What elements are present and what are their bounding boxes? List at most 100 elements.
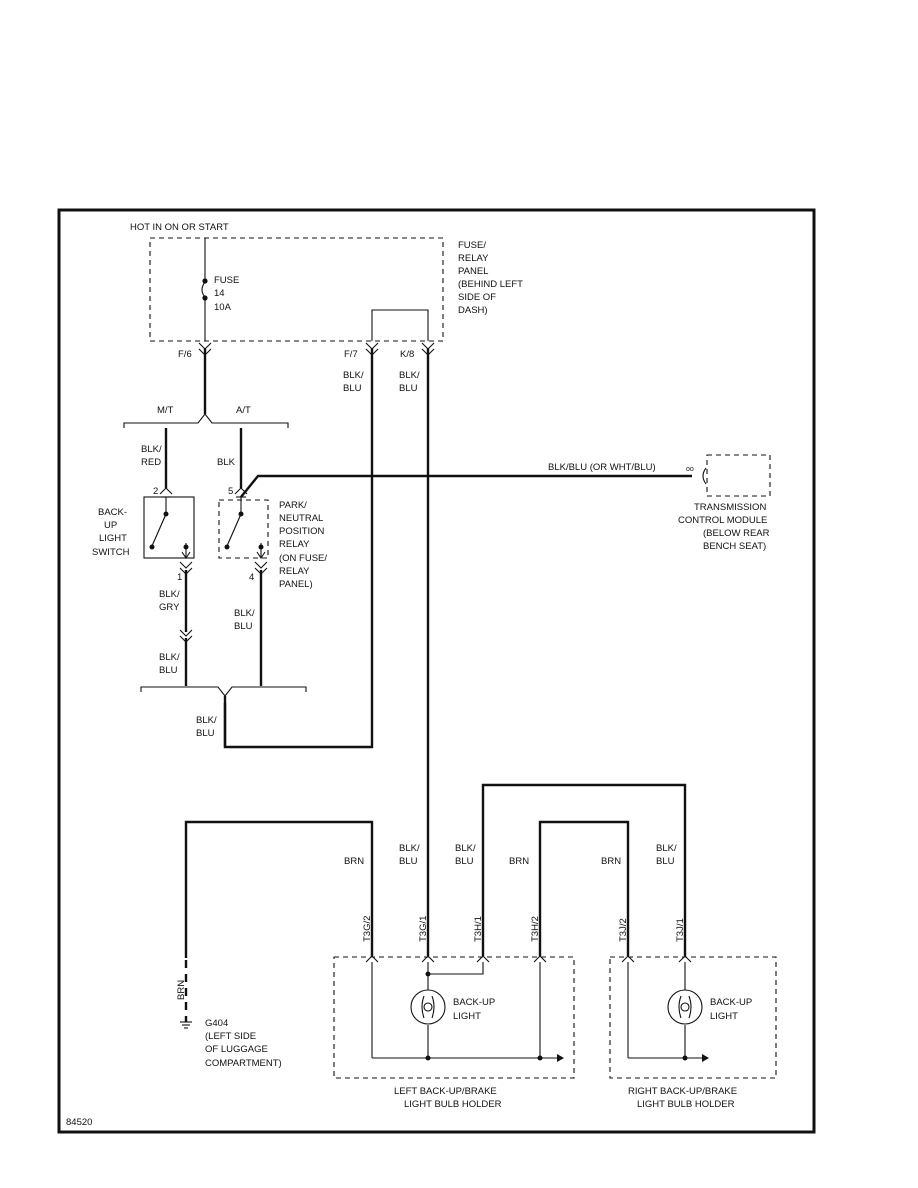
label-f7-wire: BLK/ BLU xyxy=(343,370,364,394)
svg-text:PANEL: PANEL xyxy=(458,266,488,277)
tcm-connector-mark: oo xyxy=(686,466,694,473)
label-mt: M/T xyxy=(157,405,174,416)
right-bulb-label: BACK-UP LIGHT xyxy=(710,997,752,1022)
left-holder-label: LEFT BACK-UP/BRAKE LIGHT BULB HOLDER xyxy=(394,1086,502,1110)
fuse-14 xyxy=(201,238,208,341)
relay-label: PARK/ NEUTRAL POSITION RELAY (ON FUSE/ R… xyxy=(279,500,327,590)
fuse-label: FUSE 14 10A xyxy=(214,275,239,313)
variant-bracket xyxy=(123,413,289,428)
relay-pin-bottom: 4 xyxy=(249,572,254,583)
splice-bracket xyxy=(140,686,307,697)
label-splice: BLK/ BLU xyxy=(196,715,217,739)
svg-text:BLK/: BLK/ xyxy=(343,370,364,381)
svg-text:PARK/: PARK/ xyxy=(279,500,307,511)
svg-text:OF LUGGAGE: OF LUGGAGE xyxy=(205,1044,268,1055)
svg-text:(BEHIND LEFT: (BEHIND LEFT xyxy=(458,279,523,290)
wire-to-tcm xyxy=(240,474,692,498)
svg-text:(LEFT SIDE: (LEFT SIDE xyxy=(205,1031,256,1042)
svg-text:BLK/: BLK/ xyxy=(399,843,420,854)
switch-top-connector xyxy=(159,487,173,498)
wire-brn-ground xyxy=(184,820,374,958)
label-t3h1-wire: BLK/ BLU xyxy=(455,843,476,867)
label-blk: BLK xyxy=(217,457,236,468)
svg-text:FUSE/: FUSE/ xyxy=(458,240,486,251)
diagram-frame xyxy=(57,208,816,1134)
label-t3j1-wire: BLK/ BLU xyxy=(656,843,677,867)
svg-text:FUSE: FUSE xyxy=(214,275,239,286)
svg-text:BLK/: BLK/ xyxy=(141,444,162,455)
label-t3h2-wire: BRN xyxy=(509,856,529,867)
panel-jumper xyxy=(371,309,429,341)
relay-pin-top: 5 xyxy=(228,486,233,497)
left-bulb-icon xyxy=(410,989,446,1025)
svg-text:BLK/: BLK/ xyxy=(656,843,677,854)
right-bulb-holder xyxy=(609,956,777,1079)
right-holder-label: RIGHT BACK-UP/BRAKE LIGHT BULB HOLDER xyxy=(628,1086,737,1110)
switch-contacts xyxy=(149,497,191,559)
ground-symbol xyxy=(180,1021,192,1029)
svg-text:PANEL): PANEL) xyxy=(279,579,313,590)
svg-text:RELAY: RELAY xyxy=(458,253,489,264)
svg-text:BLU: BLU xyxy=(656,856,675,867)
holder-connectors xyxy=(365,955,692,963)
svg-text:14: 14 xyxy=(214,288,225,299)
svg-text:LEFT BACK-UP/BRAKE: LEFT BACK-UP/BRAKE xyxy=(394,1086,497,1097)
relay-contacts xyxy=(224,497,266,559)
svg-text:COMPARTMENT): COMPARTMENT) xyxy=(205,1058,282,1069)
svg-text:BLU: BLU xyxy=(343,383,362,394)
hot-label: HOT IN ON OR START xyxy=(130,222,229,233)
panel-connectors xyxy=(198,342,435,356)
backup-light-switch xyxy=(143,496,195,559)
switch-pin-bottom: 1 xyxy=(177,572,182,583)
diagram-id: 84520 xyxy=(66,1117,92,1128)
connector-t3j2: T3J/2 xyxy=(618,918,629,942)
svg-text:LIGHT BULB HOLDER: LIGHT BULB HOLDER xyxy=(404,1099,502,1110)
svg-text:BACK-: BACK- xyxy=(98,507,127,518)
tcm-label: TRANSMISSION CONTROL MODULE (BELOW REAR … xyxy=(678,502,770,552)
wire-t3h2 xyxy=(538,820,630,956)
svg-text:BLK/: BLK/ xyxy=(159,652,180,663)
svg-text:LIGHT BULB HOLDER: LIGHT BULB HOLDER xyxy=(637,1099,735,1110)
wire-t3h1 xyxy=(481,783,687,956)
svg-text:BLK/: BLK/ xyxy=(455,843,476,854)
terminal-f7: F/7 xyxy=(344,349,358,360)
svg-text:BLU: BLU xyxy=(399,856,418,867)
label-t3g1-wire: BLK/ BLU xyxy=(399,843,420,867)
svg-text:LIGHT: LIGHT xyxy=(99,533,127,544)
svg-text:NEUTRAL: NEUTRAL xyxy=(279,513,323,524)
svg-text:RIGHT BACK-UP/BRAKE: RIGHT BACK-UP/BRAKE xyxy=(628,1086,737,1097)
svg-text:BLK/: BLK/ xyxy=(234,608,255,619)
label-relay-out: BLK/ BLU xyxy=(234,608,255,632)
switch-pin-top: 2 xyxy=(153,486,158,497)
svg-text:CONTROL MODULE: CONTROL MODULE xyxy=(678,515,767,526)
fuse-relay-panel xyxy=(149,237,444,342)
svg-text:RELAY: RELAY xyxy=(279,566,310,577)
connector-t3j1: T3J/1 xyxy=(675,918,686,942)
svg-text:BLK/: BLK/ xyxy=(159,589,180,600)
terminal-f6: F/6 xyxy=(178,349,192,360)
svg-text:10A: 10A xyxy=(214,302,232,313)
fuse-panel-label: FUSE/ RELAY PANEL (BEHIND LEFT SIDE OF D… xyxy=(458,240,523,316)
transmission-control-module xyxy=(706,454,771,497)
svg-text:BLK/: BLK/ xyxy=(196,715,217,726)
label-tcm-wire: BLK/BLU (OR WHT/BLU) xyxy=(548,462,656,473)
switch-label: BACK- UP LIGHT SWITCH xyxy=(92,507,130,558)
ground-label: G404 (LEFT SIDE OF LUGGAGE COMPARTMENT) xyxy=(205,1018,282,1069)
svg-text:BLU: BLU xyxy=(159,665,178,676)
svg-text:LIGHT: LIGHT xyxy=(710,1011,738,1022)
label-blk-gry: BLK/ GRY xyxy=(159,589,180,613)
svg-text:(BELOW REAR: (BELOW REAR xyxy=(703,528,770,539)
svg-text:BLU: BLU xyxy=(196,728,215,739)
svg-text:BLU: BLU xyxy=(399,383,418,394)
tcm-connector xyxy=(702,467,707,485)
svg-text:BACK-UP: BACK-UP xyxy=(453,997,495,1008)
svg-text:UP: UP xyxy=(104,520,117,531)
svg-text:BLU: BLU xyxy=(455,856,474,867)
label-t3j2-wire: BRN xyxy=(601,856,621,867)
right-holder-circuit xyxy=(627,962,709,1062)
label-switch-lower: BLK/ BLU xyxy=(159,652,180,676)
terminal-k8: K/8 xyxy=(400,349,414,360)
left-bulb-label: BACK-UP LIGHT xyxy=(453,997,495,1022)
park-neutral-relay xyxy=(218,499,269,559)
